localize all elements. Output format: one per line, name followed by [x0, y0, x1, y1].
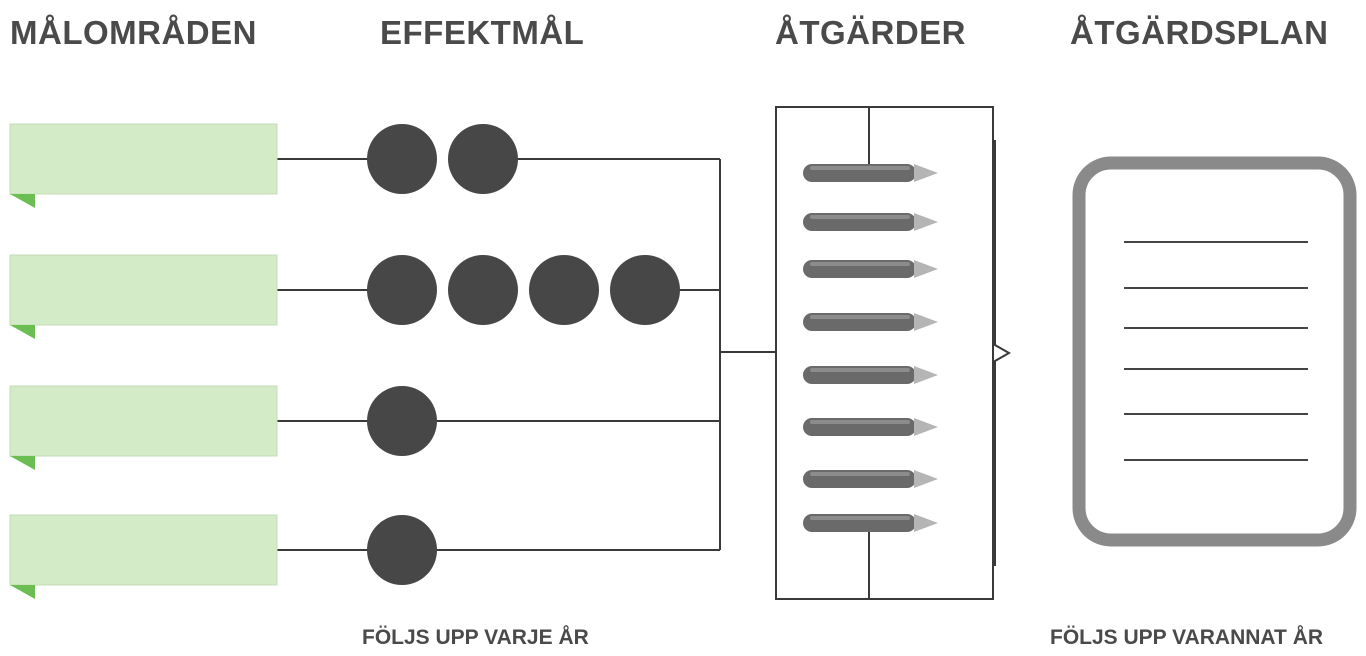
effect-goal-dots [367, 124, 680, 585]
effect-goal-dot [367, 386, 437, 456]
measure-pencil [803, 313, 938, 331]
heading-goal-areas: MÅLOMRÅDEN [10, 14, 257, 51]
pencil-tip [914, 366, 938, 384]
pencil-highlight [810, 215, 910, 219]
effect-goal-dot [367, 515, 437, 585]
effect-goal-dot [367, 255, 437, 325]
note-followed-up-yearly: FÖLJS UPP VARJE ÅR [362, 626, 589, 649]
pencil-highlight [810, 420, 910, 424]
goal-area-banner [9, 254, 278, 326]
measure-pencil [803, 470, 938, 488]
measure-pencil [803, 418, 938, 436]
brace [994, 140, 1012, 566]
heading-action-plan: ÅTGÄRDSPLAN [1070, 14, 1329, 51]
goal-area-banners [9, 123, 278, 599]
effect-goal-dot [529, 255, 599, 325]
plan-frame [1072, 156, 1357, 547]
goal-area-banner [9, 514, 278, 586]
heading-measures: ÅTGÄRDER [775, 14, 966, 51]
pencil-highlight [810, 315, 910, 319]
effect-goal-dot [610, 255, 680, 325]
goal-area-banner [9, 385, 278, 457]
goal-area-banner-fold [10, 585, 35, 599]
pencil-tip [914, 313, 938, 331]
goal-area-banner [9, 123, 278, 195]
pencil-tip [914, 164, 938, 182]
pencil-highlight [810, 166, 910, 170]
pencil-highlight [810, 472, 910, 476]
measures-panel [775, 106, 994, 600]
effect-goal-dot [448, 255, 518, 325]
pencil-tip [914, 514, 938, 532]
pencil-tip [914, 418, 938, 436]
goal-area-banner-fold [10, 456, 35, 470]
effect-goal-dot [367, 124, 437, 194]
measure-pencil [803, 366, 938, 384]
pencil-highlight [810, 368, 910, 372]
measure-pencil [803, 213, 938, 231]
measure-pencil [803, 164, 938, 182]
heading-effect-goals: EFFEKTMÅL [380, 14, 585, 51]
pencil-tip [914, 213, 938, 231]
effect-goal-dot [448, 124, 518, 194]
pencil-highlight [810, 516, 910, 520]
action-plan-document [1072, 156, 1357, 547]
pencil-highlight [810, 262, 910, 266]
pencil-tip [914, 260, 938, 278]
note-followed-up-biennially: FÖLJS UPP VARANNAT ÅR [1050, 626, 1324, 649]
measure-pencil [803, 260, 938, 278]
goal-area-banner-fold [10, 194, 35, 208]
measure-pencil [803, 514, 938, 532]
goal-area-banner-fold [10, 325, 35, 339]
pencil-tip [914, 470, 938, 488]
